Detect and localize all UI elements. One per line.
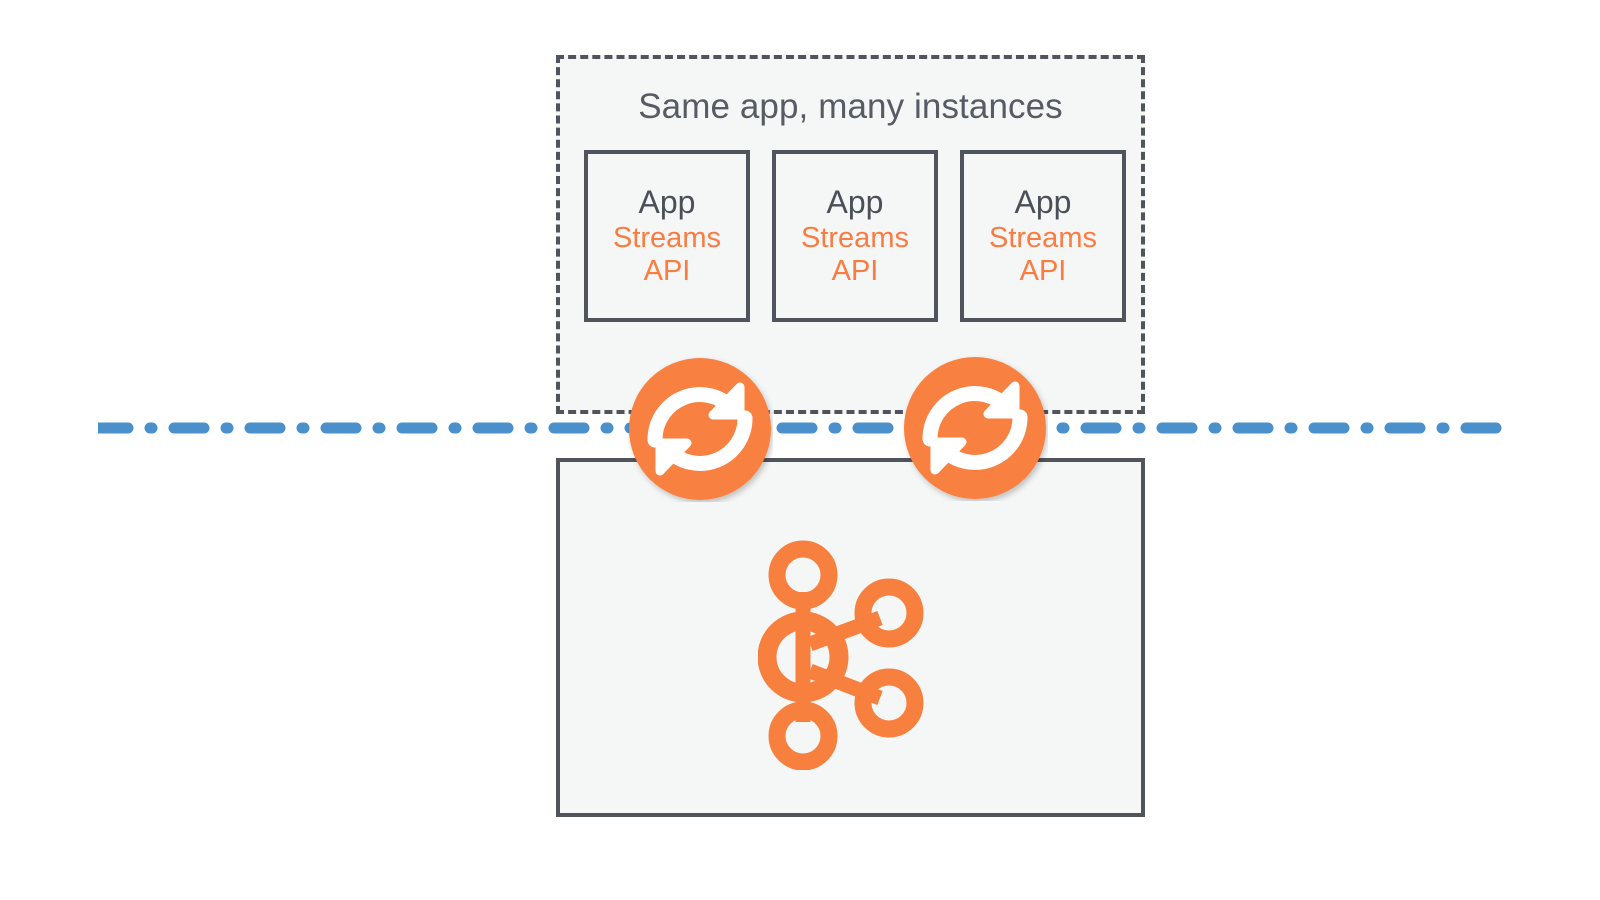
app-group-box: Same app, many instances App Streams API… xyxy=(556,55,1145,414)
app-instance-3-name: App xyxy=(1014,183,1072,220)
app-instance-1-name: App xyxy=(638,183,696,220)
boundary-divider-line xyxy=(98,422,1503,434)
sync-refresh-badge-1[interactable] xyxy=(627,356,773,502)
app-instance-3-api: Streams API xyxy=(989,222,1097,287)
kafka-cluster-box xyxy=(556,458,1145,817)
app-instance-1-api: Streams API xyxy=(613,222,721,287)
kafka-logo-icon xyxy=(758,540,924,770)
app-instance-3[interactable]: App Streams API xyxy=(960,150,1126,322)
app-instances-row: App Streams API App Streams API App Stre… xyxy=(584,150,1126,322)
sync-refresh-badge-2[interactable] xyxy=(902,355,1048,501)
app-instance-1[interactable]: App Streams API xyxy=(584,150,750,322)
app-instance-2-api: Streams API xyxy=(801,222,909,287)
app-instance-2[interactable]: App Streams API xyxy=(772,150,938,322)
group-title: Same app, many instances xyxy=(638,87,1063,126)
app-instance-2-name: App xyxy=(826,183,884,220)
